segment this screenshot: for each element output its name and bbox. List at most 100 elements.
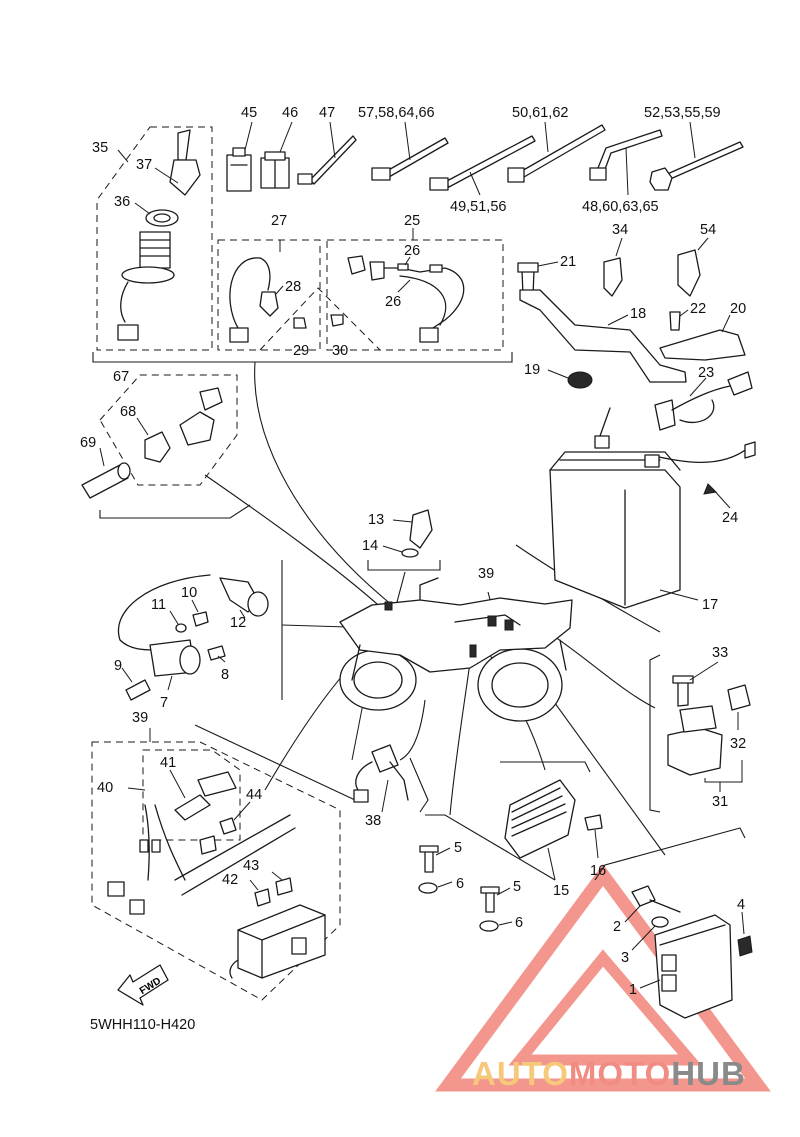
- handlebar: [419, 577, 439, 601]
- callout-19: 19: [524, 362, 540, 378]
- diagram-code: 5WHH110-H420: [90, 1017, 195, 1033]
- callout-44: 44: [246, 787, 262, 803]
- lead-12: [239, 609, 246, 619]
- nut-68: [144, 431, 171, 463]
- fwd-indicator: FWD: [117, 964, 169, 1006]
- watermark-hub: HUB: [671, 1055, 746, 1092]
- tie-47-band: [309, 135, 357, 185]
- callout-46: 46: [282, 105, 298, 121]
- leader-switch: [254, 361, 393, 606]
- callout-49: 49,51,56: [450, 199, 506, 215]
- lead-68: [136, 417, 149, 436]
- battery-box-39: [237, 904, 326, 979]
- leader-relay: [544, 629, 656, 709]
- callout-15: 15: [553, 883, 569, 899]
- battery-top: [549, 451, 681, 471]
- bracket-harness: [194, 724, 356, 801]
- cable-23: [671, 385, 731, 411]
- leader-13: [396, 571, 406, 603]
- sleeve-9: [125, 679, 151, 701]
- callout-35: 35: [92, 140, 108, 156]
- clip-52-head: [649, 167, 673, 191]
- callout-24: 24: [722, 510, 738, 526]
- callout-50: 50,61,62: [512, 105, 568, 121]
- lead-5b: [496, 887, 511, 896]
- lead-33: [689, 661, 719, 681]
- callout-34: 34: [612, 222, 628, 238]
- cap-29: [293, 317, 307, 329]
- callout-3: 3: [621, 950, 629, 966]
- callout-38: 38: [365, 813, 381, 829]
- cable-tie-50: [507, 124, 606, 183]
- relay-31-top: [679, 705, 717, 733]
- callout-5a: 5: [454, 840, 462, 856]
- lead-42: [249, 879, 259, 891]
- callout-27: 27: [271, 213, 287, 229]
- callout-7: 7: [160, 695, 168, 711]
- lead-25-splice-2: [429, 264, 443, 273]
- plug-cap-12-end: [247, 591, 269, 617]
- battery-box-edges: [237, 914, 326, 979]
- bracket-ecu: [594, 827, 746, 881]
- marker-d: [469, 644, 477, 658]
- callout-17: 17: [702, 597, 718, 613]
- leader-rect: [449, 647, 473, 816]
- watermark-moto: MOTO: [569, 1055, 671, 1092]
- lead-45: [244, 121, 253, 151]
- lead-8: [217, 655, 226, 663]
- callout-31: 31: [712, 794, 728, 810]
- lead-44: [233, 801, 251, 821]
- bolt-21-head: [517, 262, 539, 273]
- main-switch-assembly: [117, 129, 201, 341]
- callout-1: 1: [629, 982, 637, 998]
- fwd-arrow: [117, 964, 169, 1006]
- lead-1: [639, 979, 661, 989]
- cable-tie-49: [429, 135, 536, 191]
- dashed-box-40: [142, 749, 241, 841]
- callout-41: 41: [160, 755, 176, 771]
- marker-a: [487, 615, 497, 627]
- lead-27-wire: [229, 257, 261, 329]
- lead-25-plug: [419, 327, 439, 343]
- group-outlines: [91, 126, 746, 1001]
- callout-20: 20: [730, 301, 746, 317]
- callout-8: 8: [221, 667, 229, 683]
- ecu-group: [624, 885, 753, 1019]
- sensor-13-body: [409, 509, 433, 549]
- harness-main: [174, 814, 291, 881]
- key-head-37: [169, 159, 201, 196]
- tie-49-head: [429, 177, 449, 191]
- lead-22: [679, 309, 689, 317]
- callout-48: 48,60,63,65: [582, 199, 659, 215]
- switch-plug: [117, 324, 139, 341]
- battery-bracket-group: [517, 237, 756, 509]
- switch-38-spring: [389, 761, 409, 801]
- lead-27-assembly: [229, 240, 344, 343]
- tie-57-head: [371, 167, 391, 181]
- battery-lead-a: [599, 407, 611, 437]
- callout-37: 37: [136, 157, 152, 173]
- strap-48: [589, 129, 663, 181]
- callout-2: 2: [613, 919, 621, 935]
- bolt-22: [669, 311, 681, 331]
- callout-42: 42: [222, 872, 238, 888]
- lead-5a: [435, 847, 451, 856]
- harness-wire-b: [154, 804, 186, 881]
- lead-20: [721, 314, 731, 333]
- lead-54: [697, 237, 709, 251]
- lead-16: [594, 829, 599, 859]
- harness-plug-b: [129, 899, 145, 915]
- lead-26b: [397, 279, 411, 293]
- tie-50-head: [507, 167, 525, 183]
- lead-48: [625, 147, 629, 196]
- washer-6b: [479, 920, 499, 932]
- sensor-13: [382, 509, 433, 558]
- callout-39a: 39: [478, 566, 494, 582]
- lead-25-assembly: [347, 228, 465, 343]
- lead-49: [469, 171, 481, 196]
- strap-48-head: [589, 167, 607, 181]
- lead-47: [329, 121, 336, 159]
- connector-46-top: [264, 151, 286, 161]
- lead-43: [271, 871, 283, 881]
